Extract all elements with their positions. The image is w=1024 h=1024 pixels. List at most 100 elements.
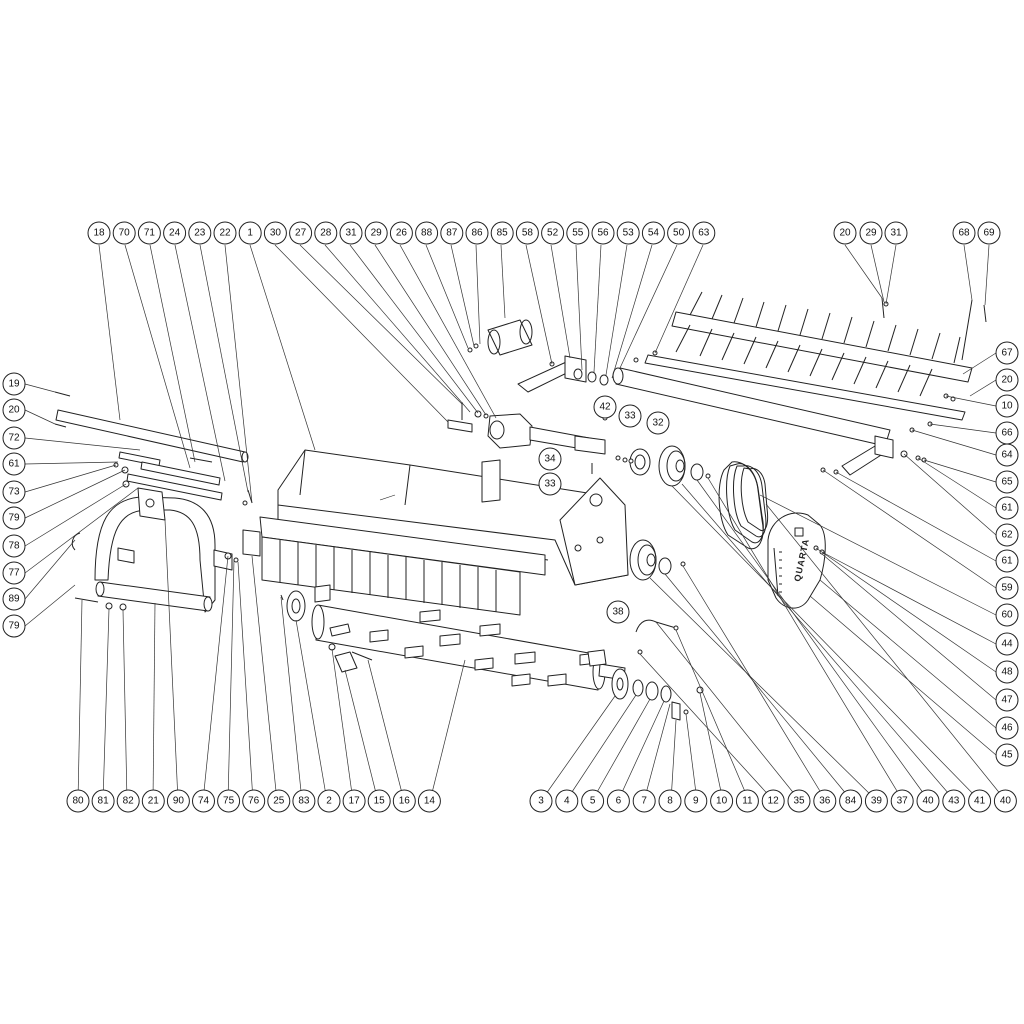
callout-circle[interactable]: [859, 221, 883, 245]
callout-circle[interactable]: [2, 506, 26, 530]
callout-circle[interactable]: [2, 561, 26, 585]
callout-callouts_top-4[interactable]: 23: [188, 221, 212, 245]
callout-circle[interactable]: [415, 221, 439, 245]
callout-circle[interactable]: [761, 789, 785, 813]
callout-callouts_bottom_left-10[interactable]: 2: [317, 789, 341, 813]
callout-circle[interactable]: [263, 221, 287, 245]
callout-callouts_top_right-1[interactable]: 29: [859, 221, 883, 245]
callout-circle[interactable]: [2, 398, 26, 422]
callout-circle[interactable]: [538, 472, 562, 496]
callout-callouts_top-17[interactable]: 58: [515, 221, 539, 245]
callout-callouts_bottom_left-3[interactable]: 21: [141, 789, 165, 813]
callout-callouts_middle-5[interactable]: 38: [606, 600, 630, 624]
callout-circle[interactable]: [217, 789, 241, 813]
callout-circle[interactable]: [995, 549, 1019, 573]
callout-circle[interactable]: [87, 221, 111, 245]
callout-circle[interactable]: [833, 221, 857, 245]
callout-circle[interactable]: [2, 480, 26, 504]
callout-callouts_top_right-4[interactable]: 69: [977, 221, 1001, 245]
callout-circle[interactable]: [641, 221, 665, 245]
callout-callouts_right-4[interactable]: 64: [995, 443, 1019, 467]
callout-circle[interactable]: [317, 789, 341, 813]
callout-callouts_top-12[interactable]: 26: [389, 221, 413, 245]
callout-callouts_right-13[interactable]: 47: [995, 688, 1019, 712]
callout-circle[interactable]: [995, 743, 1019, 767]
callout-circle[interactable]: [735, 789, 759, 813]
callout-callouts_right-5[interactable]: 65: [995, 470, 1019, 494]
callout-callouts_bottom_left-5[interactable]: 74: [192, 789, 215, 813]
callout-callouts_top-16[interactable]: 85: [490, 221, 514, 245]
callout-circle[interactable]: [389, 221, 413, 245]
callout-circle[interactable]: [2, 534, 26, 558]
callout-callouts_top-7[interactable]: 30: [263, 221, 287, 245]
callout-callouts_top-21[interactable]: 53: [616, 221, 640, 245]
callout-callouts_top_right-2[interactable]: 31: [884, 221, 908, 245]
callout-circle[interactable]: [952, 221, 976, 245]
callout-circle[interactable]: [116, 789, 140, 813]
callout-callouts_bottom_left-12[interactable]: 15: [367, 789, 391, 813]
callout-circle[interactable]: [884, 221, 908, 245]
callout-callouts_bottom_right-5[interactable]: 8: [658, 789, 682, 813]
callout-circle[interactable]: [314, 221, 338, 245]
callout-callouts_top-6[interactable]: 1: [238, 221, 262, 245]
callout-circle[interactable]: [995, 632, 1019, 656]
callout-callouts_bottom_right-16[interactable]: 43: [942, 789, 966, 813]
callout-callouts_top-5[interactable]: 22: [213, 221, 237, 245]
callout-callouts_bottom_right-9[interactable]: 12: [761, 789, 785, 813]
callout-callouts_middle-0[interactable]: 42: [593, 395, 617, 419]
callout-callouts_bottom_right-4[interactable]: 7: [632, 789, 656, 813]
callout-circle[interactable]: [995, 394, 1019, 418]
callout-callouts_right-0[interactable]: 67: [995, 341, 1019, 365]
callout-callouts_middle-1[interactable]: 33: [618, 404, 642, 428]
callout-circle[interactable]: [995, 496, 1019, 520]
callout-circle[interactable]: [163, 221, 187, 245]
callout-callouts_right-10[interactable]: 60: [995, 603, 1019, 627]
callout-callouts_middle-4[interactable]: 33: [538, 472, 562, 496]
callout-circle[interactable]: [995, 421, 1019, 445]
callout-circle[interactable]: [112, 221, 136, 245]
callout-circle[interactable]: [2, 587, 26, 611]
callout-callouts_left-2[interactable]: 72: [2, 426, 26, 450]
callout-circle[interactable]: [339, 221, 363, 245]
callout-circle[interactable]: [995, 716, 1019, 740]
callout-callouts_left-3[interactable]: 61: [2, 452, 26, 476]
callout-circle[interactable]: [515, 221, 539, 245]
callout-callouts_top-8[interactable]: 27: [289, 221, 313, 245]
callout-circle[interactable]: [593, 395, 617, 419]
callout-circle[interactable]: [692, 221, 716, 245]
callout-callouts_top-20[interactable]: 56: [591, 221, 615, 245]
callout-circle[interactable]: [658, 789, 682, 813]
callout-callouts_left-8[interactable]: 89: [2, 587, 26, 611]
callout-circle[interactable]: [710, 789, 734, 813]
callout-callouts_bottom_left-1[interactable]: 81: [91, 789, 115, 813]
callout-circle[interactable]: [2, 614, 26, 638]
callout-callouts_bottom_right-15[interactable]: 40: [916, 789, 940, 813]
callout-callouts_bottom_left-8[interactable]: 25: [267, 789, 291, 813]
callout-callouts_top-22[interactable]: 54: [641, 221, 665, 245]
callout-circle[interactable]: [2, 452, 26, 476]
callout-circle[interactable]: [292, 789, 316, 813]
callout-callouts_right-6[interactable]: 61: [995, 496, 1019, 520]
callout-circle[interactable]: [66, 789, 90, 813]
callout-circle[interactable]: [440, 221, 464, 245]
callout-circle[interactable]: [787, 789, 811, 813]
callout-callouts_top-14[interactable]: 87: [440, 221, 464, 245]
callout-callouts_top-11[interactable]: 29: [364, 221, 388, 245]
callout-callouts_bottom_right-14[interactable]: 37: [890, 789, 914, 813]
callout-circle[interactable]: [367, 789, 391, 813]
callout-circle[interactable]: [141, 789, 165, 813]
callout-circle[interactable]: [538, 447, 562, 471]
callout-callouts_bottom_right-1[interactable]: 4: [555, 789, 579, 813]
callout-callouts_right-11[interactable]: 44: [995, 632, 1019, 656]
callout-circle[interactable]: [995, 603, 1019, 627]
callout-callouts_right-2[interactable]: 10: [995, 394, 1019, 418]
callout-circle[interactable]: [606, 600, 630, 624]
callout-callouts_top-13[interactable]: 88: [415, 221, 439, 245]
callout-callouts_bottom_left-11[interactable]: 17: [342, 789, 366, 813]
callout-circle[interactable]: [995, 341, 1019, 365]
callout-circle[interactable]: [684, 789, 708, 813]
callout-circle[interactable]: [890, 789, 914, 813]
callout-callouts_left-6[interactable]: 78: [2, 534, 26, 558]
callout-callouts_right-3[interactable]: 66: [995, 421, 1019, 445]
callout-circle[interactable]: [995, 368, 1019, 392]
